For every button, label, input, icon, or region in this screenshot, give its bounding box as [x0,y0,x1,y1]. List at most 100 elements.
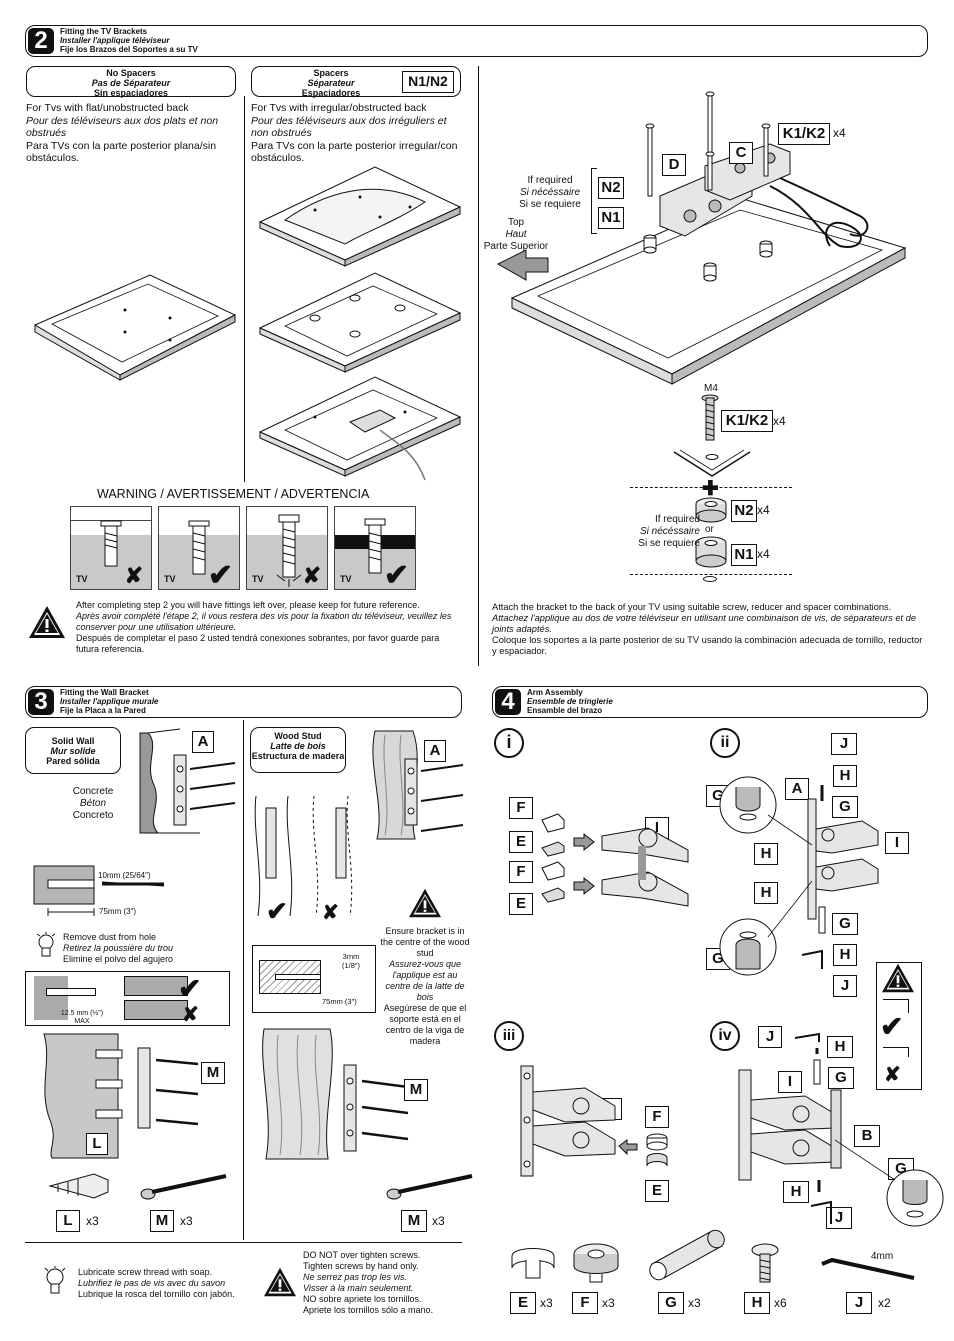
qty-K-diagram: x4 [833,126,846,140]
irregular-back-text: For Tvs with irregular/obstructed back P… [251,102,458,164]
part-E-drawing [511,1248,555,1279]
part-L-wall-plug-drawing [48,1173,109,1199]
part-tag-E: E [510,1292,536,1314]
wood-stud-screw-install-drawing [262,1028,409,1160]
spacer-N2-drawing [695,497,727,523]
tag-E-i-1: E [509,831,533,853]
plus-icon: ✚ [702,478,719,500]
remove-dust-text: Remove dust from hole Retirez la poussiè… [63,932,174,964]
tag-N1: N1 [598,207,624,229]
warning-detail-box [876,962,922,1090]
step4-title-en: Arm Assembly [527,688,583,697]
dashed-line-top [630,487,792,488]
tag-K-detail: K1/K2 [721,410,773,432]
tag-H-ii-3: H [754,882,778,904]
leftover-text: After completing step 2 you will have fi… [76,600,452,654]
spacers-label: Spacers Séparateur Espaciadores N1/N2 [251,66,461,98]
warning-cell-wrong-short-screw: TV ✘ [70,506,152,590]
substep-iv: iv [710,1021,740,1051]
part-qty-M-wood: x3 [432,1214,445,1228]
check-icon: ✔ [880,1011,904,1042]
qty-K-detail: x4 [773,414,786,428]
step3-divider [243,720,244,1240]
lightbulb-icon [36,932,56,957]
step2-number: 2 [28,28,54,54]
qty-N2-detail: x4 [757,503,770,517]
spacer-N1-drawing [695,536,727,568]
tag-I-ii: I [885,832,909,854]
cross-icon: ✘ [124,563,143,588]
tag-G-ii-1: G [832,796,858,818]
spacers-tag: N1/N2 [402,71,454,93]
part-tag-F: F [572,1292,598,1314]
warning-triangle-icon [409,888,441,918]
warning-triangle-icon [29,606,65,638]
tag-F-iii: F [645,1106,669,1128]
warning-triangle-icon [882,963,914,993]
substep-ii: ii [710,728,740,758]
step2-title-es: Fije los Brazos del Soportes a su TV [60,45,198,54]
cross-icon: ✘ [182,1004,199,1026]
part-tag-H: H [744,1292,770,1314]
substep-i: i [494,728,524,758]
tag-I-iv: I [778,1071,802,1093]
tag-F-i-1: F [509,797,533,819]
tag-H-ii-2: H [754,843,778,865]
step4-title-es: Ensamble del brazo [527,706,603,715]
tag-M-solid: M [201,1062,225,1084]
tv-irregular-back-drawing-1 [258,166,462,267]
wood-stud-label: Wood Stud Latte de bois Estructura de ma… [250,727,346,773]
tv-irregular-back-drawing-2 [258,272,462,373]
drill-len-solid: 75mm (3") [99,907,137,916]
tv-irregular-back-drawing-3 [258,376,462,481]
arm-assembly-iii-drawing [520,1065,668,1177]
tag-J-iv-2: J [826,1207,852,1229]
part-tag-M: M [150,1210,174,1232]
screw-M4-label: M4 [704,383,718,394]
qty-N1-detail: x4 [757,547,770,561]
part-G-drawing [649,1229,725,1281]
tag-J-ii-2: J [833,975,857,997]
step4-number: 4 [495,689,521,715]
tag-N1-detail: N1 [731,544,757,566]
tag-B-iv: B [854,1125,880,1147]
check-icon: ✔ [178,973,202,1004]
plug-detail-box [25,971,230,1026]
cross-icon: ✘ [884,1064,901,1086]
part-qty-H: x6 [774,1296,787,1310]
check-icon: ✔ [266,896,288,926]
step3-title-es: Fije la Placa a la Pared [60,706,146,715]
warning-triangle-icon [264,1267,296,1297]
step2-title-en: Fitting the TV Brackets [60,27,148,36]
step2-divider-right [478,66,479,666]
cross-icon: ✘ [322,902,339,924]
step4-header: 4 Arm Assembly Ensemble de tringlerie En… [492,686,928,718]
tag-N2: N2 [598,177,624,199]
part-tag-J: J [846,1292,872,1314]
tag-bracket-N [591,168,597,234]
part-qty-G: x3 [688,1296,701,1310]
step4-title-fr: Ensemble de tringlerie [527,697,613,706]
step2-title-fr: Installer l'applique téléviseur [60,36,170,45]
tag-H-iv-2: H [783,1181,809,1203]
if-required-detail: If required Si nécéssaire Si se requiere [638,514,700,549]
tag-H-iv-1: H [827,1036,853,1058]
tag-D: D [662,154,686,176]
part-qty-J: x2 [878,1296,891,1310]
warning-title: WARNING / AVERTISSEMENT / ADVERTENCIA [97,487,370,501]
wood-stud-centre-compare [254,795,353,917]
attach-text: Attach the bracket to the back of your T… [492,602,923,656]
washer-small [703,576,717,582]
tag-L-solid: L [86,1133,108,1155]
step3-title-fr: Installer l'applique murale [60,697,159,706]
part-tag-L: L [56,1210,80,1232]
tag-A-solid: A [192,731,214,753]
tv-flat-back-drawing [33,274,237,381]
tag-H-ii-4: H [833,944,857,966]
check-icon: ✔ [383,559,409,590]
part-qty-E: x3 [540,1296,553,1310]
tag-N2-detail: N2 [731,500,757,522]
top-label: Top Haut Parte Superior [483,217,549,252]
wood-stud-bracket-drawing [372,730,464,840]
stud-drill-box [252,945,376,1013]
